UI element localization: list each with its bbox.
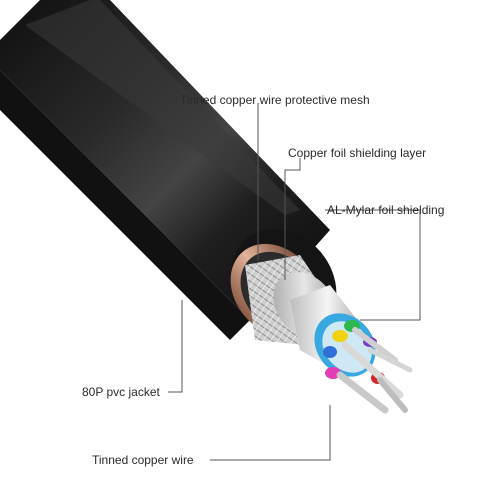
label-pvc-jacket: 80P pvc jacket bbox=[82, 385, 160, 399]
leader-jacket bbox=[168, 300, 183, 393]
leader-tinned-wire bbox=[210, 405, 331, 461]
label-al-mylar: AL-Mylar foil shielding bbox=[327, 203, 444, 217]
leader-lines bbox=[168, 103, 421, 461]
leader-copper-foil bbox=[284, 158, 301, 280]
label-copper-foil: Copper foil shielding layer bbox=[288, 146, 426, 160]
inner-wires bbox=[323, 320, 413, 414]
label-tinned-wire: Tinned copper wire bbox=[92, 453, 194, 467]
leader-mylar bbox=[325, 209, 421, 321]
label-protective-mesh: Tinned copper wire protective mesh bbox=[180, 93, 370, 107]
